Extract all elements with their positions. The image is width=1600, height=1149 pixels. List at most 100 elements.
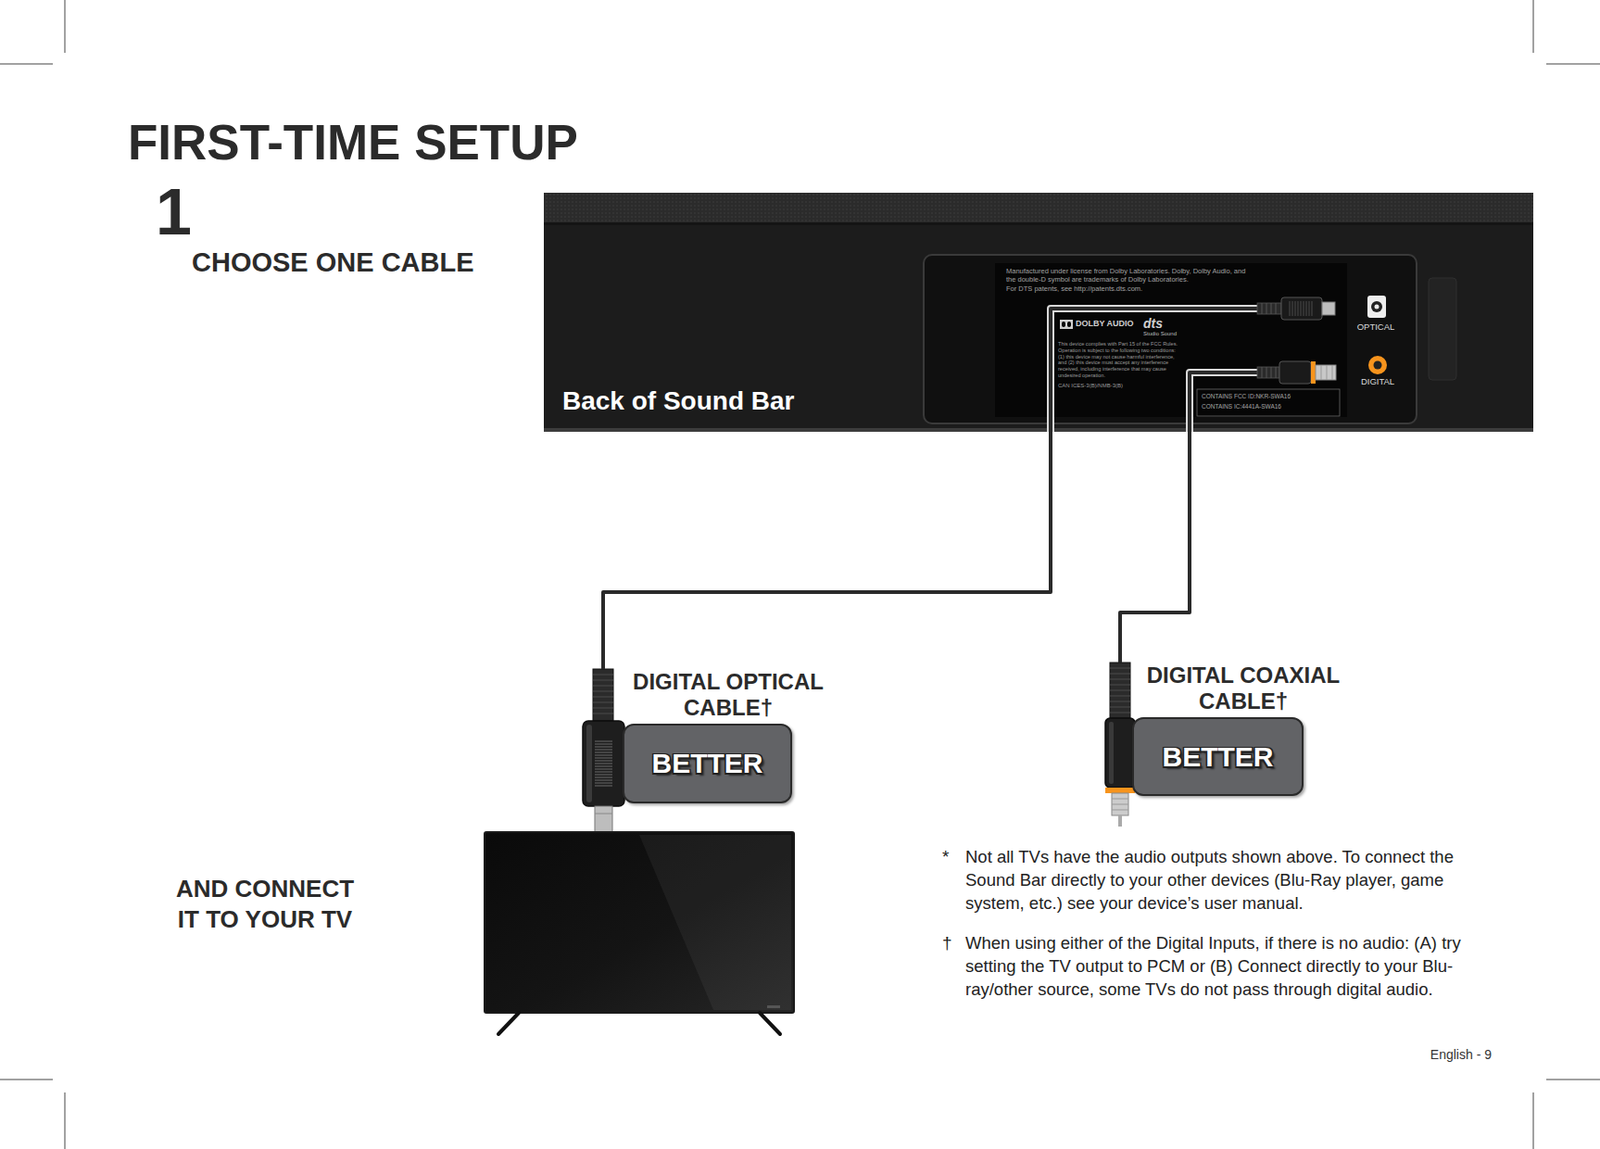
cable-heading: DIGITAL COAXIAL CABLE† [1141, 662, 1346, 715]
crop-mark [1533, 1092, 1535, 1149]
rating-badge: BETTER [1132, 717, 1304, 796]
optical-plug [582, 668, 625, 832]
television [759, 1012, 781, 1034]
coaxial-plug [1279, 361, 1311, 384]
coaxial-plug [1109, 667, 1131, 713]
optical-plug [1257, 297, 1336, 320]
coaxial-plug [1108, 721, 1114, 784]
crop-mark [1546, 1079, 1600, 1081]
crop-mark [1546, 63, 1600, 65]
fine-print: CAN ICES-3(B)/NMB-3(B) [1058, 382, 1123, 390]
dolby-logo [1059, 319, 1073, 329]
coaxial-plug [1257, 361, 1336, 384]
sound-bar-body [543, 192, 1534, 432]
step-instruction: AND CONNECT IT TO YOUR TV [165, 873, 365, 935]
connector-panel [1196, 389, 1340, 416]
coaxial-plug [1105, 787, 1135, 794]
coaxial-plug [1111, 798, 1129, 810]
crop-mark [1533, 0, 1535, 53]
optical-plug [594, 741, 613, 786]
cable-wire [1050, 308, 1258, 432]
coaxial-plug [1257, 366, 1280, 378]
page-number: English - 9 [1380, 1046, 1492, 1063]
crop-mark [64, 0, 66, 53]
optical-plug [1271, 302, 1273, 315]
note-text: Not all TVs have the audio outputs shown… [965, 844, 1499, 915]
optical-plug [1289, 301, 1312, 316]
cable-connector [1120, 431, 1190, 663]
coaxial-plug [1105, 662, 1135, 827]
step-instruction: CHOOSE ONE CABLE [191, 249, 475, 277]
coaxial-plug [1315, 365, 1336, 380]
sound-bar-body [543, 192, 1534, 225]
cable-option: DIGITAL OPTICAL CABLE†BETTER [582, 668, 831, 827]
note-marker: † [942, 931, 953, 955]
optical-plug [1275, 302, 1277, 315]
optical-plug [592, 668, 614, 721]
coaxial-jack [1368, 355, 1387, 375]
jack-label: DIGITAL [1340, 376, 1415, 387]
crop-mark [0, 63, 53, 65]
optical-plug [586, 724, 593, 803]
coaxial-plug [1321, 365, 1333, 380]
step-number: 1 [155, 179, 192, 245]
connector-panel [923, 254, 1417, 424]
optical-plug [592, 674, 614, 714]
television [639, 834, 792, 1010]
television [498, 1012, 519, 1034]
optical-plug [1257, 302, 1282, 315]
optical-jack [1367, 295, 1386, 318]
cable-wire [1189, 372, 1258, 432]
dolby-logo [1059, 319, 1073, 329]
crop-mark [64, 1092, 66, 1149]
optical-plug [1261, 302, 1263, 315]
fine-print: For DTS patents, see http://patents.dts.… [1006, 284, 1249, 293]
coaxial-jack [1368, 355, 1387, 375]
cable-wire [1050, 308, 1258, 432]
logo-text: Studio Sound [1143, 330, 1177, 338]
dolby-logo [1067, 321, 1071, 328]
sound-bar-body [543, 192, 1534, 432]
sound-bar-body [543, 222, 1534, 226]
fine-print: CONTAINS FCC ID:NKR-SWA16 [1201, 392, 1291, 401]
fine-print: This device complies with Part 15 of the… [1058, 340, 1183, 379]
note-marker: * [942, 844, 949, 869]
optical-jack [1367, 295, 1386, 318]
optical-plug [594, 806, 613, 832]
coaxial-jack [1373, 361, 1383, 370]
optical-plug [1281, 297, 1323, 320]
sound-bar-body [543, 428, 1534, 432]
jack-label: OPTICAL [1338, 321, 1413, 332]
fine-print: CONTAINS IC:4441A-SWA16 [1201, 403, 1282, 411]
cable-wire [1050, 308, 1258, 432]
coaxial-plug [1111, 793, 1129, 816]
sound-bar: Back of Sound Bar [543, 192, 1534, 432]
fine-print: Manufactured under license from Dolby La… [1006, 266, 1249, 284]
optical-jack [1374, 304, 1380, 310]
coaxial-plug [1105, 718, 1135, 788]
cable-connector [603, 431, 1051, 669]
logo-text: dts [1143, 316, 1163, 330]
coaxial-plug [1109, 662, 1131, 719]
logo-text: DOLBY AUDIO [1075, 318, 1134, 329]
optical-jack [1371, 301, 1383, 313]
coaxial-plug [1261, 366, 1276, 378]
optical-plug [582, 720, 625, 807]
rating-badge: BETTER [622, 723, 793, 804]
note-text: When using either of the Digital Inputs,… [965, 931, 1499, 1001]
page-title: FIRST-TIME SETUP [127, 117, 579, 167]
connector-panel [1428, 277, 1457, 380]
cable-wire [1189, 372, 1258, 432]
coaxial-plug [1118, 815, 1122, 827]
cable-option: DIGITAL COAXIAL CABLE†BETTER [1105, 662, 1346, 827]
television [484, 831, 794, 1034]
television [767, 1005, 781, 1008]
crop-mark [0, 1079, 53, 1081]
optical-plug [1266, 302, 1268, 315]
optical-plug [1322, 302, 1336, 315]
cable-heading: DIGITAL OPTICAL CABLE† [626, 668, 831, 721]
panel-label: Back of Sound Bar [562, 388, 794, 415]
